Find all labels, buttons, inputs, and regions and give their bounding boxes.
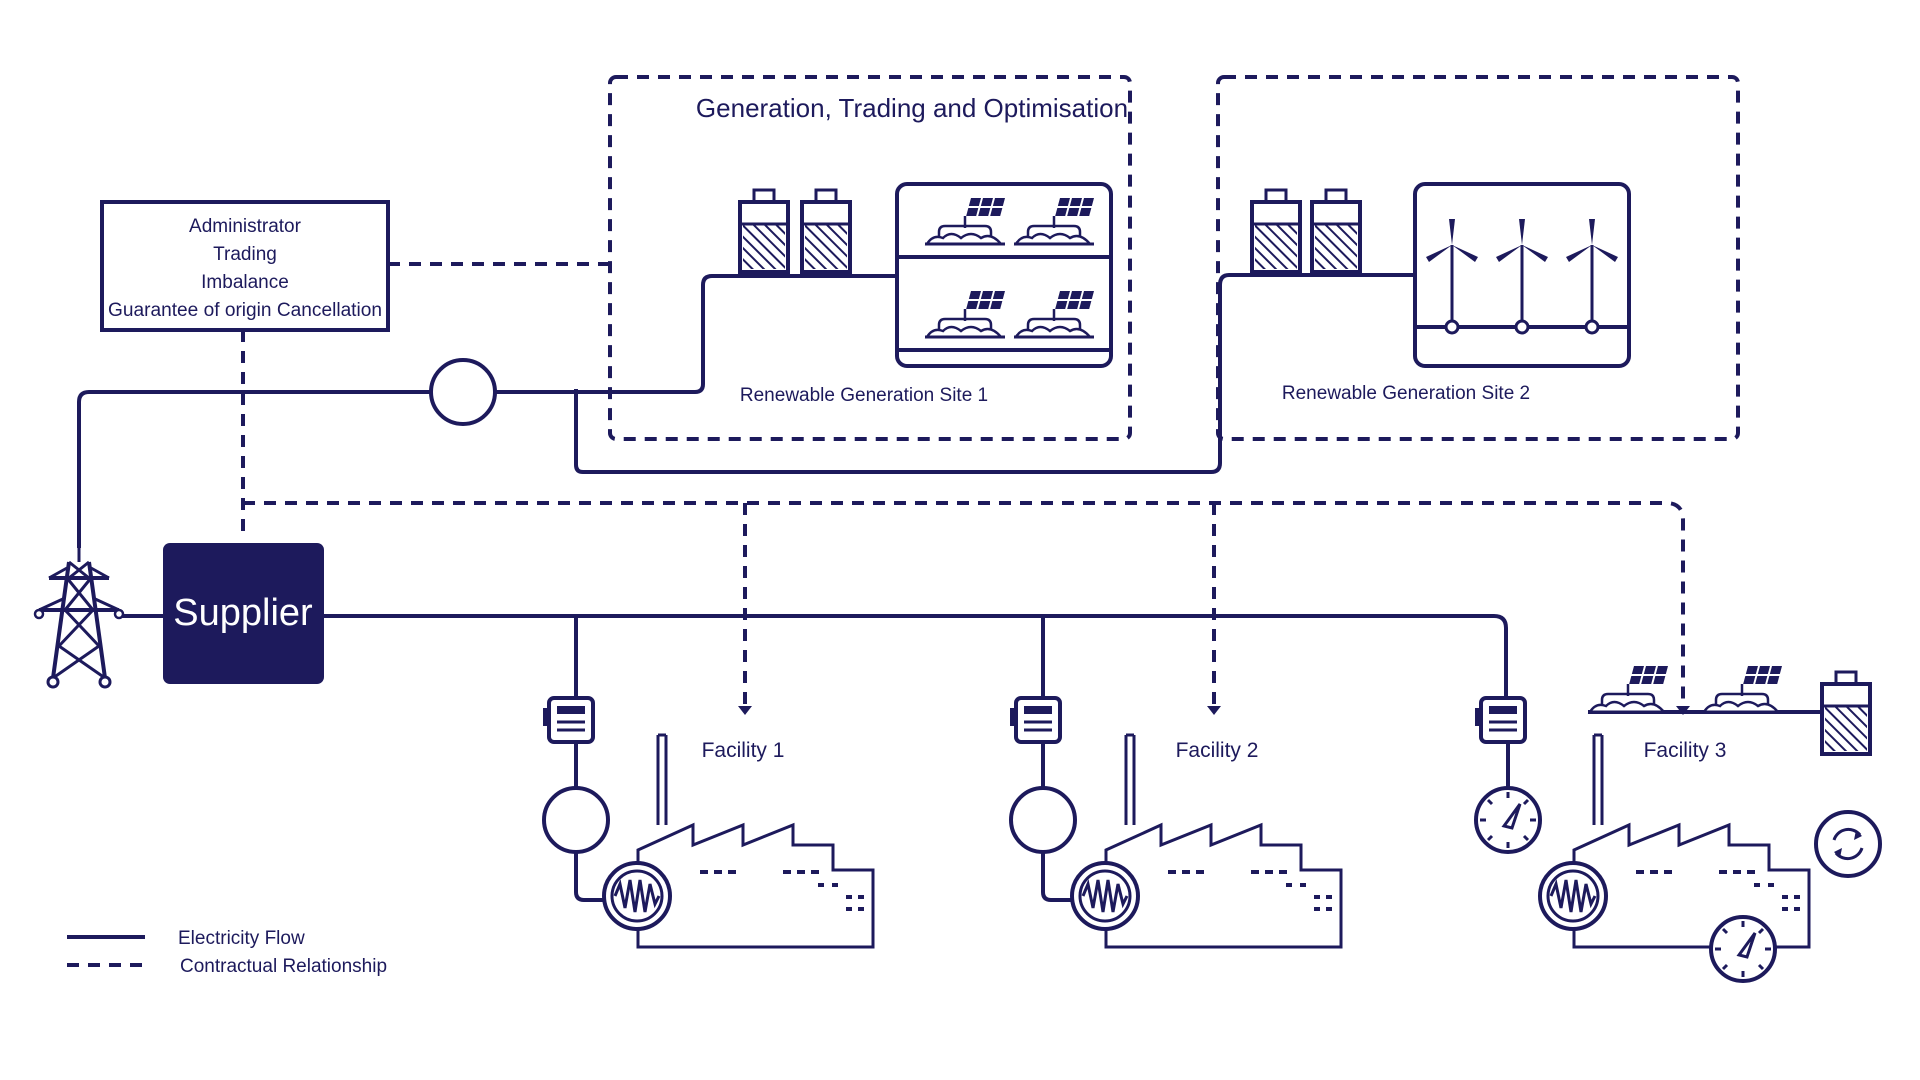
legend-electricity-flow: Electricity Flow	[178, 928, 305, 949]
site2-label: Renewable Generation Site 2	[1282, 383, 1530, 404]
facility2-circle	[1009, 786, 1077, 854]
wind-turbine-icon	[1424, 217, 1480, 335]
factory-icon	[1104, 733, 1343, 949]
admin-box	[100, 200, 390, 332]
solar-panel-icon	[1700, 664, 1784, 714]
grid-meter-circle	[429, 358, 497, 426]
facility2-heater-line	[1041, 852, 1073, 902]
supplier-label: Supplier	[173, 592, 313, 634]
meter-icon	[1008, 696, 1062, 744]
facility2-label: Facility 2	[1176, 739, 1259, 762]
supplier-box	[163, 543, 324, 684]
wind-turbine-icon	[1564, 217, 1620, 335]
site2-group-box	[1216, 75, 1740, 441]
facility1-heater-line	[574, 852, 604, 902]
solar-panel-icon	[1012, 289, 1096, 339]
arrow-facility1	[738, 706, 752, 715]
heater-icon	[1070, 861, 1140, 931]
battery-icon	[1250, 188, 1302, 274]
factory-icon	[636, 733, 875, 949]
meter-icon	[541, 696, 595, 744]
gauge-icon	[1709, 915, 1777, 983]
site1-to-site2-line	[574, 273, 1415, 474]
solar-panel-icon	[923, 289, 1007, 339]
facility1-circle	[542, 786, 610, 854]
contract-bus-dash	[243, 501, 1685, 712]
facility1-label: Facility 1	[702, 739, 785, 762]
heater-icon	[602, 861, 672, 931]
generation-group-title: Generation, Trading and Optimisation	[696, 93, 1128, 123]
wind-farm-box	[1413, 182, 1631, 368]
solar-panel-icon	[1586, 664, 1670, 714]
facility3-label: Facility 3	[1644, 739, 1727, 762]
battery-icon	[1310, 188, 1362, 274]
supplier-bus-line	[323, 614, 1508, 700]
arrow-facility2	[1207, 706, 1221, 715]
battery-icon	[738, 188, 790, 274]
generation-group-box	[608, 75, 1132, 441]
refresh-icon	[1814, 810, 1882, 878]
legend-contractual-relationship: Contractual Relationship	[180, 956, 387, 977]
solar-farm-box	[895, 182, 1113, 368]
admin-line-guarantee: Guarantee of origin Cancellation	[108, 300, 382, 321]
meter-icon	[1473, 696, 1527, 744]
site1-label: Renewable Generation Site 1	[740, 385, 988, 406]
battery-icon	[1820, 670, 1872, 756]
battery-icon	[800, 188, 852, 274]
wind-turbine-icon	[1494, 217, 1550, 335]
solar-panel-icon	[923, 196, 1007, 246]
admin-line-imbalance: Imbalance	[201, 272, 289, 293]
gauge-icon	[1474, 786, 1542, 854]
heater-icon	[1538, 861, 1608, 931]
solar-panel-icon	[1012, 196, 1096, 246]
pylon-to-meter-line	[77, 390, 430, 548]
admin-line-administrator: Administrator	[189, 216, 302, 237]
admin-line-trading: Trading	[213, 244, 277, 265]
pylon-icon	[33, 540, 125, 689]
factory-icon	[1572, 733, 1811, 949]
meter-to-site1-line	[496, 274, 897, 394]
